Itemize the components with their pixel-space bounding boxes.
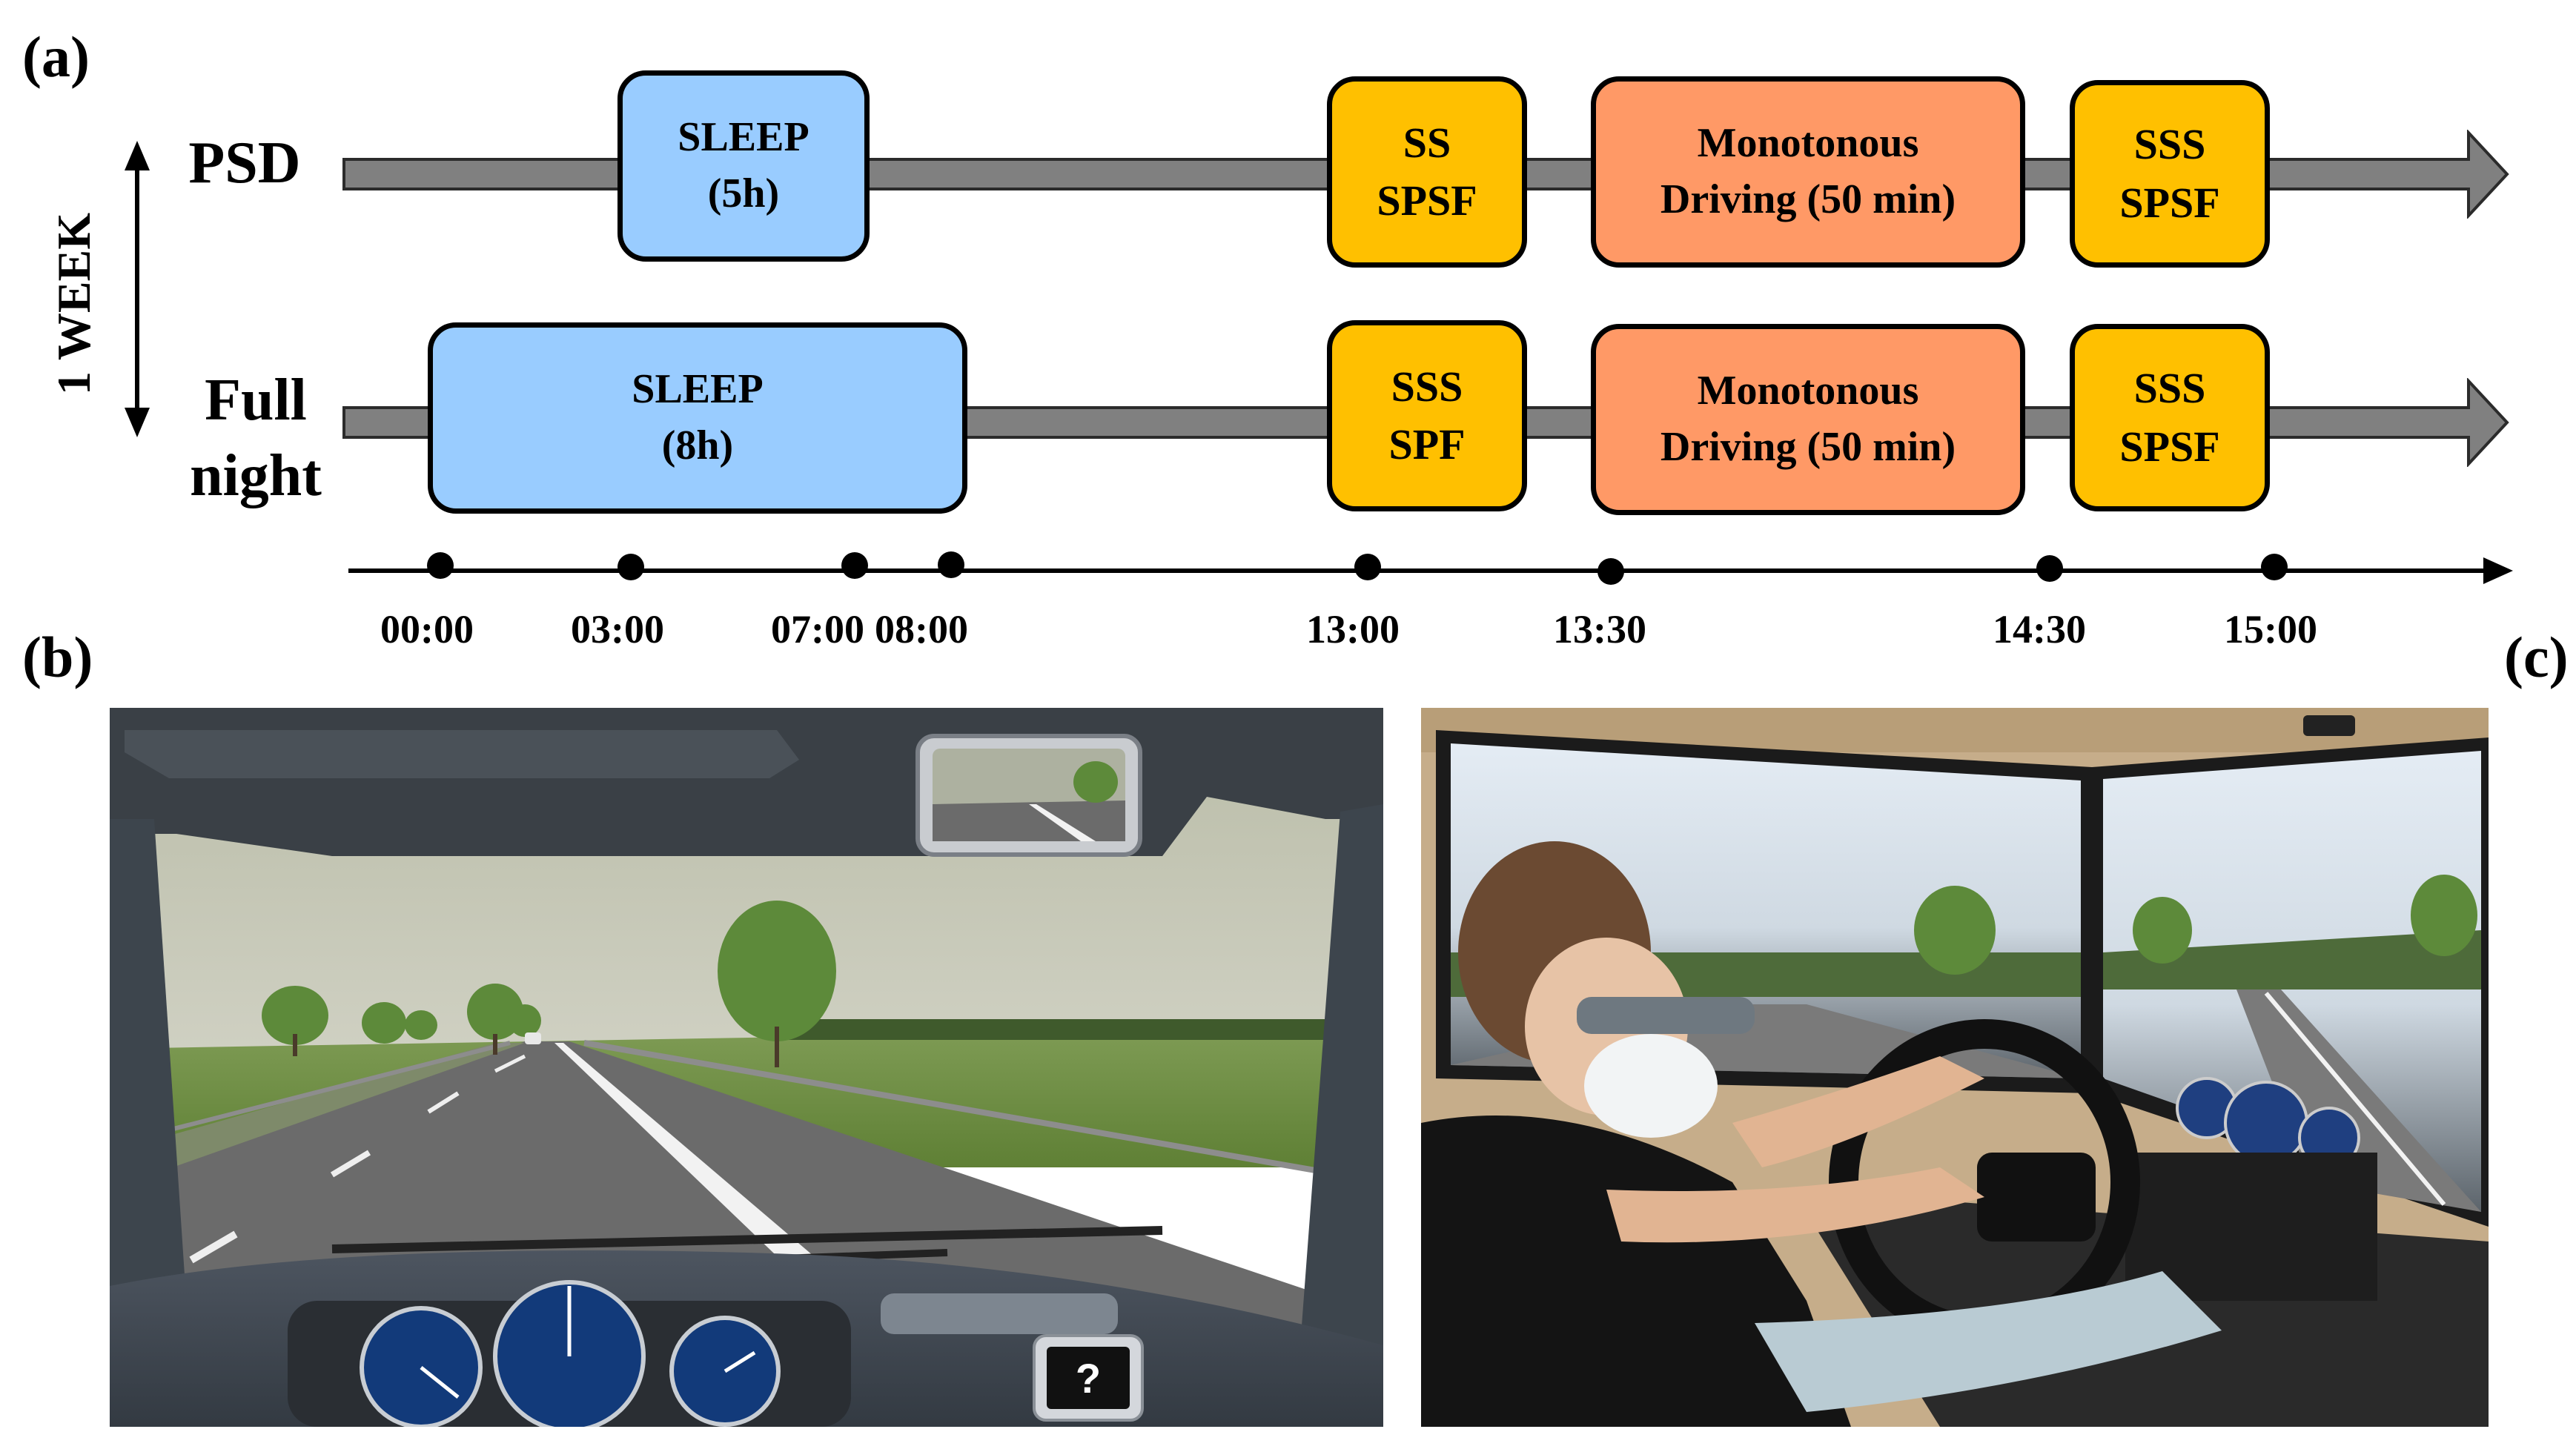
psd-pre-line1: SS	[1403, 118, 1451, 167]
full-night-driving-line1: Monotonous	[1697, 368, 1919, 414]
tick-label-0300: 03:00	[571, 607, 664, 652]
help-button[interactable]: ?	[1033, 1334, 1144, 1422]
psd-driving-line1: Monotonous	[1697, 120, 1919, 167]
psd-pre-questionnaire-box: SS SPSF	[1327, 76, 1527, 268]
full-night-driving-box: Monotonous Driving (50 min)	[1591, 324, 2025, 515]
one-week-label: 1 WEEK	[47, 213, 100, 395]
full-night-pre-line1: SSS	[1391, 362, 1463, 411]
full-night-driving-line2: Driving (50 min)	[1660, 424, 1956, 470]
panel-label-b: (b)	[22, 625, 93, 689]
panel-label-a: (a)	[22, 24, 90, 89]
tick-dot-1500	[2261, 554, 2288, 580]
panel-label-c: (c)	[2504, 625, 2569, 689]
tick-dot-1430	[2036, 555, 2063, 582]
psd-post-line1: SSS	[2133, 120, 2206, 169]
psd-pre-line2: SPSF	[1377, 176, 1477, 225]
psd-driving-box: Monotonous Driving (50 min)	[1591, 76, 2025, 268]
psd-sleep-box: SLEEP (5h)	[617, 70, 870, 262]
full-night-post-line2: SPSF	[2119, 422, 2220, 471]
tick-dot-0000	[427, 552, 454, 579]
tick-dot-0800	[938, 551, 964, 578]
tick-label-1300: 13:00	[1306, 607, 1400, 652]
full-night-pre-questionnaire-box: SSS SPF	[1327, 320, 1527, 511]
one-week-double-arrow	[125, 141, 150, 437]
full-night-sleep-box: SLEEP (8h)	[428, 322, 967, 514]
full-night-pre-line2: SPF	[1388, 420, 1466, 468]
participant-scene	[1421, 708, 2489, 1427]
driving-simulator-view: ?	[110, 708, 1383, 1427]
psd-sleep-duration: (5h)	[707, 170, 780, 216]
psd-driving-line2: Driving (50 min)	[1660, 176, 1956, 222]
tick-label-0000: 00:00	[380, 607, 474, 652]
full-night-post-questionnaire-box: SSS SPSF	[2070, 324, 2270, 511]
row-label-full-night-line1: Full	[205, 368, 307, 433]
psd-post-line2: SPSF	[2119, 178, 2220, 227]
tick-dot-0700	[841, 552, 868, 579]
tick-dot-1300	[1354, 554, 1381, 580]
tick-label-1330: 13:30	[1553, 607, 1646, 652]
full-night-sleep-duration: (8h)	[661, 422, 734, 468]
time-axis	[348, 551, 2513, 585]
tick-label-1500: 15:00	[2224, 607, 2317, 652]
simulator-scene	[110, 708, 1383, 1427]
full-night-sleep-title: SLEEP	[632, 366, 764, 413]
tick-label-0700: 07:00	[771, 607, 864, 652]
tick-label-0800: 08:00	[875, 607, 968, 652]
row-label-full-night-line2: night	[190, 443, 322, 508]
psd-sleep-title: SLEEP	[678, 114, 809, 161]
tick-dot-0300	[617, 554, 644, 580]
psd-post-questionnaire-box: SSS SPSF	[2070, 80, 2270, 268]
tick-label-1430: 14:30	[1993, 607, 2086, 652]
row-label-psd: PSD	[188, 130, 301, 196]
full-night-post-line1: SSS	[2133, 364, 2206, 413]
help-button-label: ?	[1047, 1347, 1130, 1409]
participant-photo	[1421, 708, 2489, 1427]
tick-dot-1330	[1597, 558, 1624, 585]
